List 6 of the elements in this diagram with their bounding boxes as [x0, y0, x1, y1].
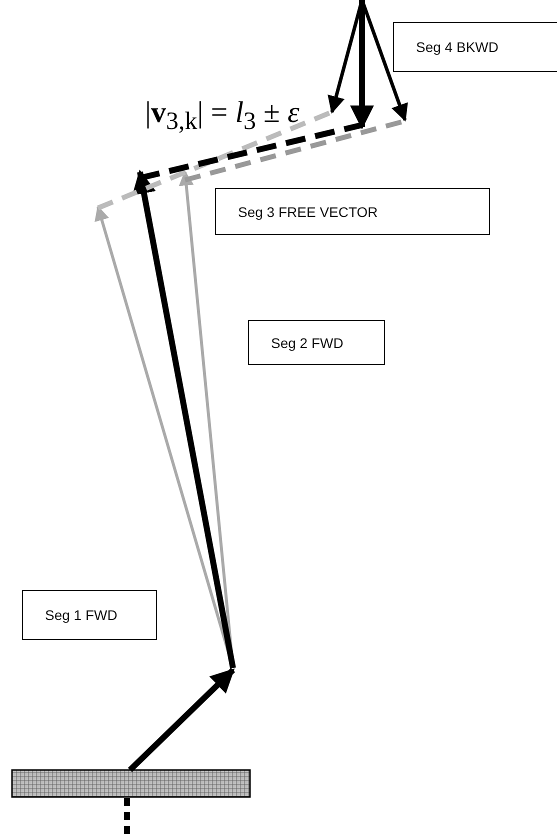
label-box: Seg 4 BKWD	[393, 22, 557, 72]
label-box: Seg 3 FREE VECTOR	[215, 188, 490, 235]
label-box: Seg 1 FWD	[22, 590, 157, 640]
formula: |v$_{3,k}$| = l$_{3}$ ± ε	[145, 96, 300, 136]
base-bar	[11, 769, 251, 798]
label-box: Seg 2 FWD	[248, 320, 385, 365]
